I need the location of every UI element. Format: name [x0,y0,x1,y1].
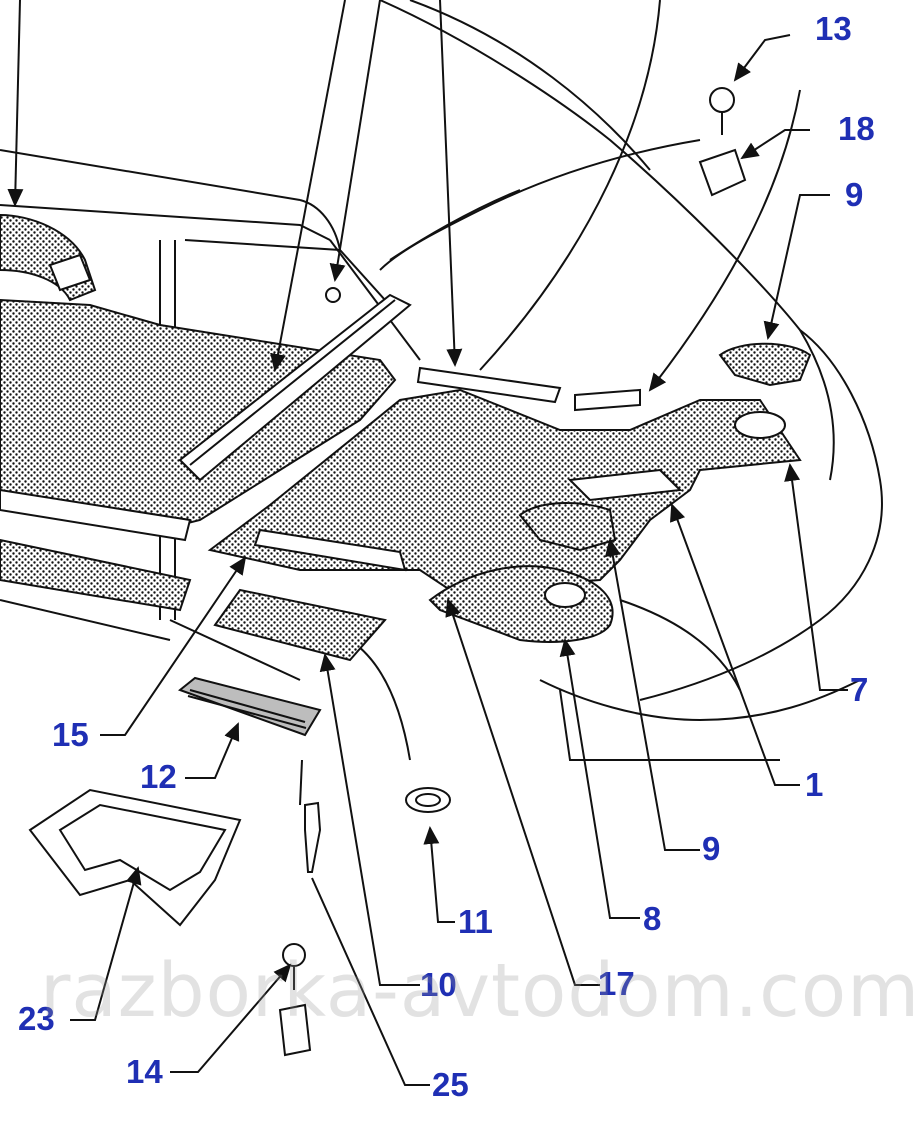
small-bracket [574,388,641,412]
callout-10: 10 [420,966,457,1003]
callout-9-top: 9 [845,176,864,213]
sill-panel [0,538,192,612]
insulation-panels [0,213,812,662]
callout-9-bottom: 9 [702,830,721,867]
sill-strip [0,488,192,542]
callout-17: 17 [598,965,635,1002]
top-fastener [325,287,341,303]
callout-25: 25 [432,1066,469,1103]
callout-15: 15 [52,716,89,753]
callout-11: 11 [458,903,493,940]
panel-holes [48,253,786,608]
callout-18: 18 [838,110,875,147]
diagonal-rail [178,293,412,482]
leader-lines [7,0,848,1086]
main-floor-panel [207,388,802,592]
callout-7: 7 [850,671,869,708]
callout-1: 1 [805,766,824,803]
front-bracket-15 [253,528,407,572]
clip-18 [698,148,747,197]
clip-14 [278,1003,312,1057]
callout-23: 23 [18,1000,55,1037]
trim-strips [0,293,641,572]
tray-23 [28,788,242,927]
pad-9-top [718,342,812,387]
bracket-strip-top [416,366,562,404]
callout-8: 8 [643,900,662,937]
callout-12: 12 [140,758,177,795]
callout-13: 13 [815,10,852,47]
loose-parts [28,87,747,1057]
callout-14: 14 [126,1053,163,1090]
watermark: razborka-avtodom.com [40,948,916,1034]
rivet-25 [304,801,322,873]
pad-9-lower [518,502,617,552]
front-step-panel [213,588,387,662]
screw-13 [709,87,735,113]
